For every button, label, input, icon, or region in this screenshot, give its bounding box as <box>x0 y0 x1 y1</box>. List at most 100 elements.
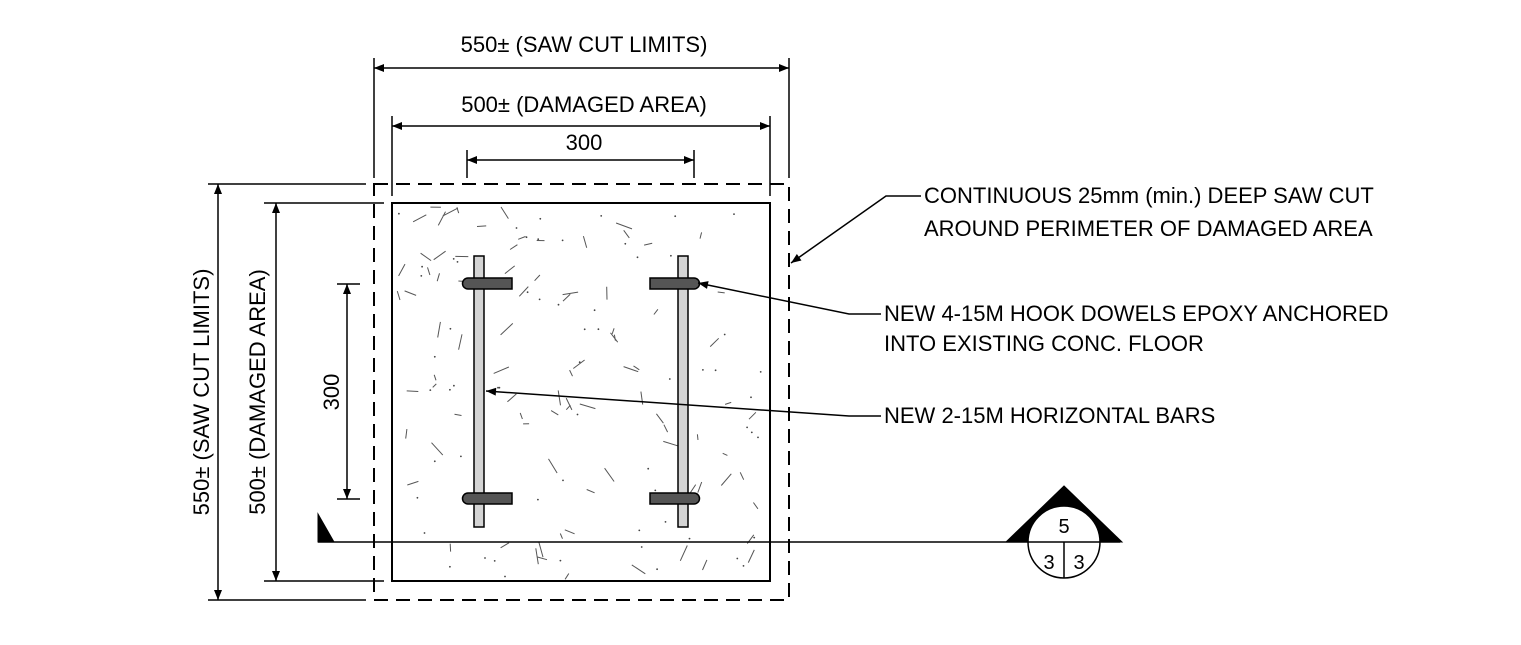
aggregate-stroke <box>509 244 518 250</box>
aggregate-dot <box>702 369 704 371</box>
aggregate-stroke <box>720 473 732 486</box>
aggregate-dot <box>562 479 564 482</box>
dim-bar-spacing-vertical-label: 300 <box>319 374 344 411</box>
section-cut-line <box>317 512 1120 543</box>
aggregate-stroke <box>538 542 544 558</box>
dowel-bottom-right <box>649 492 701 505</box>
aggregate-dot <box>537 238 540 241</box>
aggregate-stroke <box>431 442 444 456</box>
aggregate-dot <box>498 386 501 389</box>
aggregate-stroke <box>454 413 462 416</box>
hook-dowels <box>461 277 701 505</box>
aggregate-dot <box>736 557 739 560</box>
aggregate-stroke <box>534 274 541 282</box>
aggregate-dot <box>421 265 423 268</box>
aggregate-stroke <box>442 207 459 217</box>
aggregate-stroke <box>586 489 595 494</box>
aggregate-stroke <box>437 321 441 338</box>
aggregate-stroke <box>500 323 514 336</box>
aggregate-dot <box>638 529 641 532</box>
aggregate-stroke <box>548 458 558 474</box>
aggregate-dot <box>561 239 564 242</box>
aggregate-stroke <box>500 206 509 219</box>
aggregate-stroke <box>562 291 579 296</box>
dim-bar-spacing-horizontal <box>466 150 695 178</box>
aggregate-dot <box>504 575 506 578</box>
aggregate-dot <box>449 565 451 568</box>
note-horizontal-bars: NEW 2-15M HORIZONTAL BARS <box>884 403 1215 428</box>
note-dowels-line1: NEW 4-15M HOOK DOWELS EPOXY ANCHORED <box>884 301 1388 326</box>
horizontal-bar-left <box>473 255 485 528</box>
aggregate-stroke <box>752 502 759 510</box>
aggregate-stroke <box>697 481 703 493</box>
dowel-bottom-left <box>461 492 513 505</box>
aggregate-stroke <box>493 366 510 374</box>
aggregate-stroke <box>407 480 419 486</box>
aggregate-stroke <box>412 214 427 223</box>
aggregate-stroke <box>623 230 630 239</box>
aggregate-dot <box>757 436 759 439</box>
aggregate-stroke <box>696 434 699 440</box>
aggregate-stroke <box>699 232 703 239</box>
aggregate-dot <box>640 546 643 548</box>
aggregate-dot <box>750 396 752 399</box>
aggregate-stroke <box>623 366 639 373</box>
section-callout-number: 5 <box>1058 516 1069 538</box>
aggregate-dot <box>493 560 496 562</box>
leader-horizontal-bars <box>485 387 881 417</box>
aggregate-stroke <box>433 374 437 381</box>
aggregate-dot <box>654 489 657 492</box>
aggregate-stroke <box>420 252 432 262</box>
aggregate-stroke <box>559 533 563 539</box>
aggregate-dot <box>597 328 600 331</box>
aggregate-dot <box>538 298 541 301</box>
aggregate-dot <box>670 254 672 257</box>
aggregate-dot <box>557 303 560 306</box>
aggregate-dot <box>753 536 756 539</box>
aggregate-stroke <box>604 467 615 482</box>
aggregate-stroke <box>437 211 446 226</box>
note-saw-cut-line2: AROUND PERIMETER OF DAMAGED AREA <box>924 216 1373 241</box>
aggregate-stroke <box>562 293 571 302</box>
aggregate-stroke <box>702 559 708 571</box>
leader-dowels <box>697 281 881 315</box>
aggregate-dot <box>460 455 462 458</box>
aggregate-stroke <box>663 440 678 447</box>
aggregate-dot <box>624 242 627 245</box>
aggregate-stroke <box>404 290 417 296</box>
dim-damaged-width <box>391 116 771 196</box>
dim-bar-spacing-horizontal-label: 300 <box>566 130 603 155</box>
aggregate-dot <box>674 215 677 218</box>
aggregate-dot <box>647 467 650 470</box>
aggregate-stroke <box>653 308 659 315</box>
aggregate-dot <box>746 426 748 429</box>
damaged-area-outline <box>391 202 771 582</box>
aggregate-stroke <box>432 383 437 388</box>
aggregate-dot <box>742 565 745 567</box>
aggregate-stroke <box>565 397 573 411</box>
aggregate-dot <box>423 532 426 534</box>
aggregate-stroke <box>427 267 431 276</box>
aggregate-stroke <box>610 332 619 343</box>
aggregate-stroke <box>615 222 633 230</box>
aggregate-stroke <box>518 286 529 297</box>
concrete-hatch <box>396 206 762 580</box>
note-dowels-line2: INTO EXISTING CONC. FLOOR <box>884 331 1204 356</box>
aggregate-dot <box>452 258 455 260</box>
aggregate-dot <box>449 327 452 330</box>
aggregate-dot <box>600 215 603 217</box>
aggregate-dot <box>429 389 432 391</box>
aggregate-stroke <box>537 556 548 561</box>
dim-damaged-height <box>264 202 384 582</box>
aggregate-stroke <box>663 424 669 433</box>
aggregate-dot <box>420 275 423 277</box>
aggregate-dot <box>733 213 735 216</box>
aggregate-stroke <box>572 359 585 369</box>
aggregate-dot <box>668 378 671 380</box>
aggregate-dot <box>559 559 562 562</box>
aggregate-stroke <box>724 401 732 405</box>
section-callout-sheet-right: 3 <box>1073 552 1084 574</box>
aggregate-dot <box>453 384 455 387</box>
aggregate-stroke <box>747 549 755 563</box>
